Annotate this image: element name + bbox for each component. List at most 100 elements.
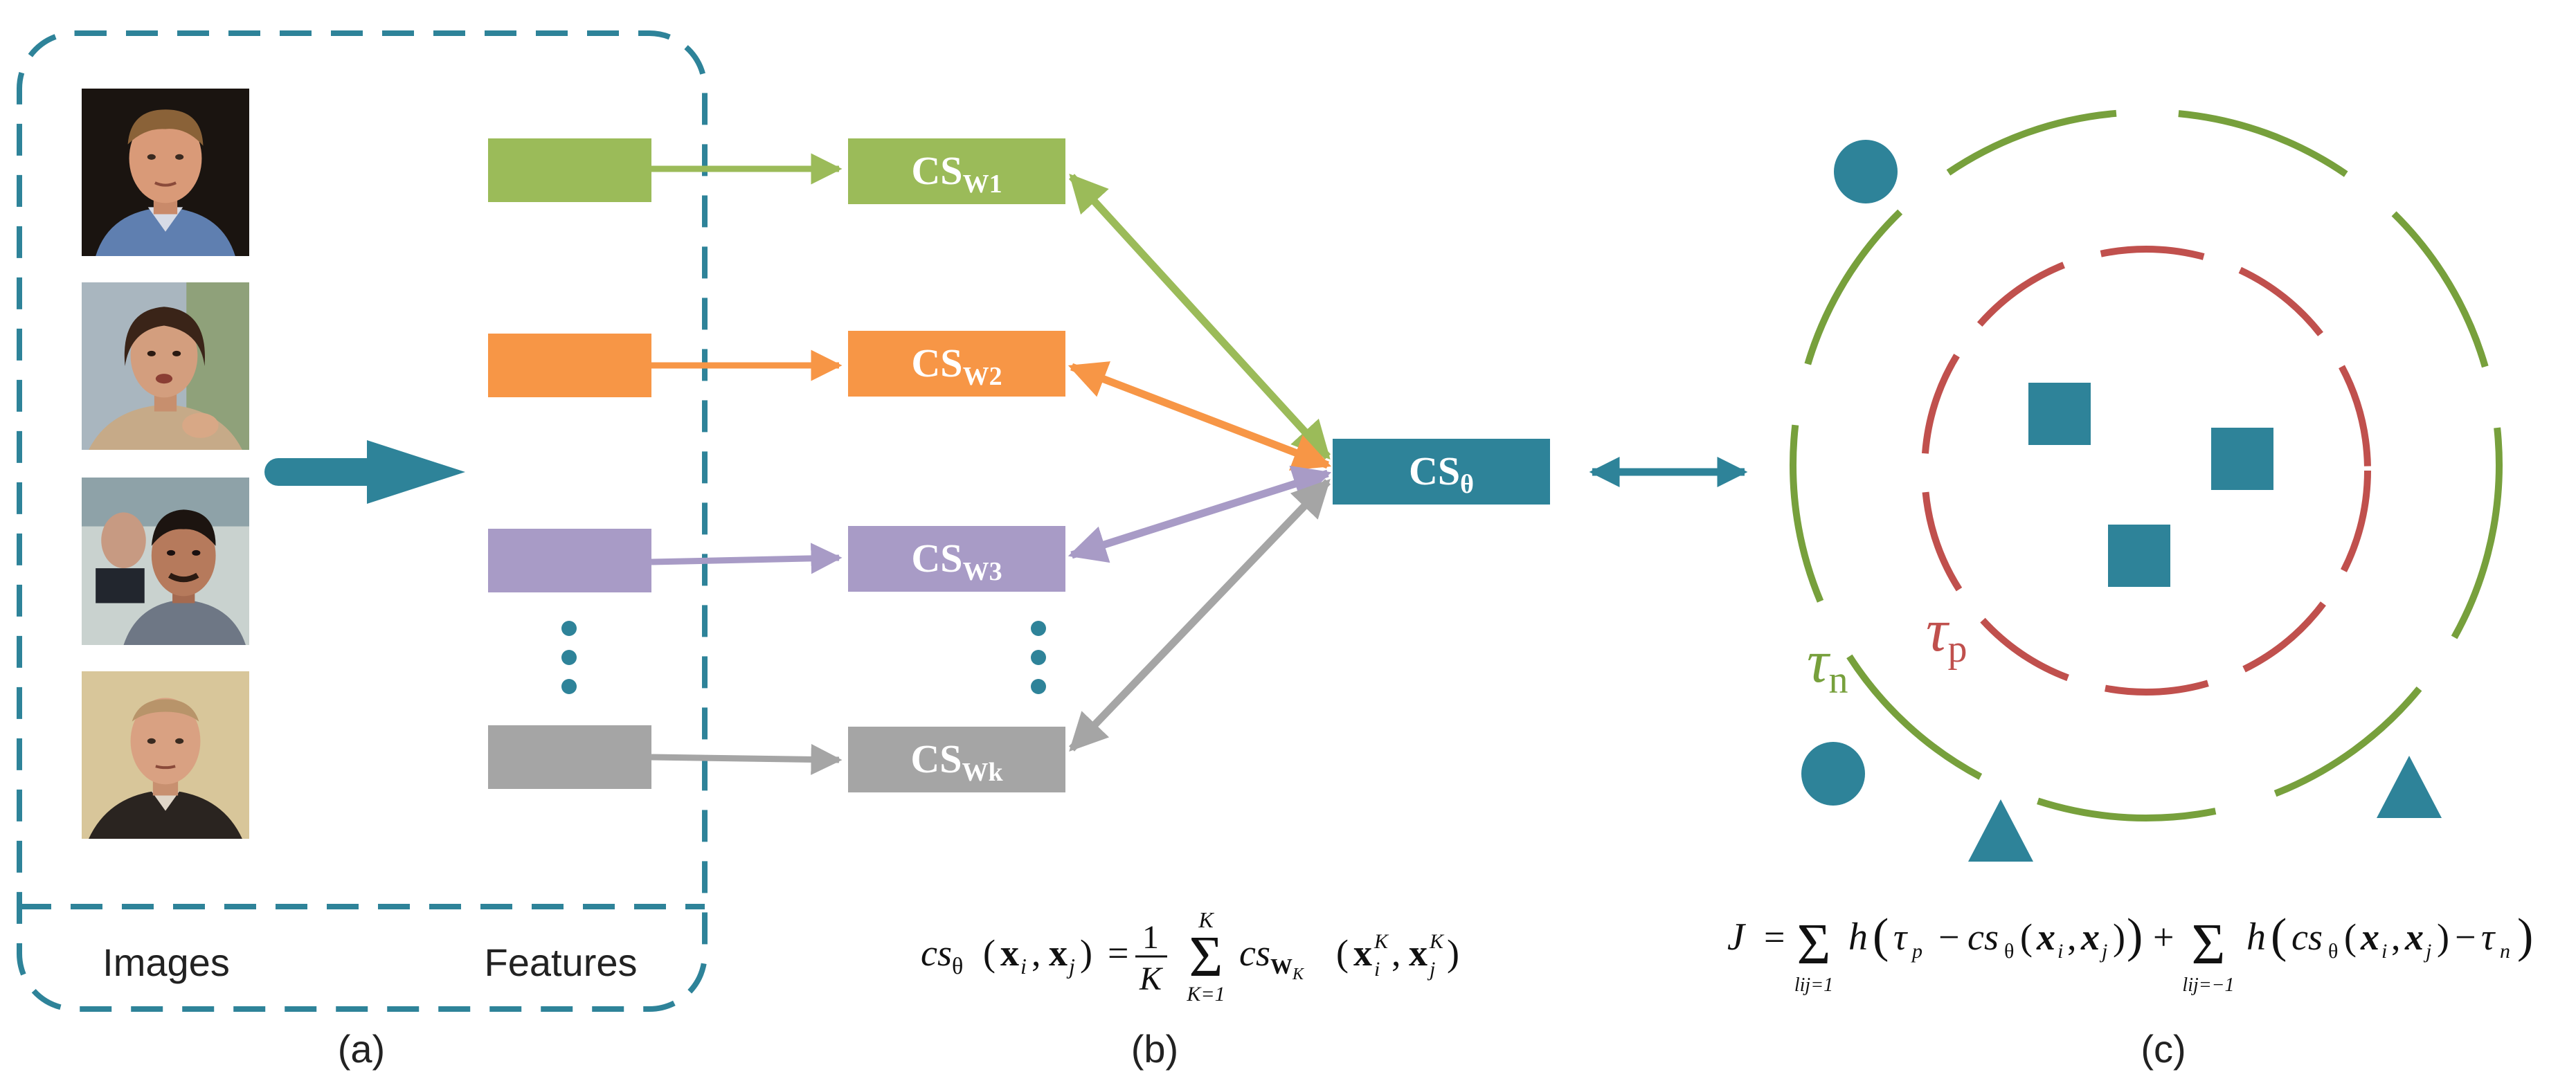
svg-text:τ: τ: [2481, 916, 2496, 958]
svg-text:i: i: [2057, 940, 2063, 963]
panel-b: CSW1 CSW2 CSW3 CSWk CSθ csθ ( x: [651, 138, 1550, 1071]
svg-text:τ: τ: [1893, 916, 1908, 958]
svg-text:): ): [2113, 916, 2125, 958]
svg-text:csWK: csWK: [1239, 932, 1305, 983]
combined-metric-label: CSθ: [1409, 448, 1474, 499]
svg-text:(: (: [983, 932, 996, 974]
feature-bar-2: [488, 334, 651, 397]
svg-text:csθ: csθ: [921, 932, 963, 979]
svg-text:−: −: [2455, 916, 2476, 958]
svg-text:x: x: [2404, 916, 2424, 958]
svg-text:cs: cs: [1967, 916, 1999, 958]
tau-n-boundary-circle: [1790, 109, 2503, 821]
metric-label-w2: CSW2: [911, 340, 1002, 391]
metric-wk-to-combined-arrow: [1069, 479, 1331, 752]
feature-ellipsis-dots: [561, 621, 577, 694]
svg-text:p: p: [1911, 940, 1922, 963]
svg-text:i: i: [1020, 954, 1027, 979]
svg-text:): ): [1080, 932, 1092, 974]
metric-box-w2: [848, 331, 1065, 397]
svg-text:j: j: [1427, 958, 1435, 981]
negative-sample-circle: [1801, 742, 1865, 806]
svg-text:K: K: [1429, 930, 1445, 953]
svg-text:h: h: [2246, 916, 2266, 959]
positive-sample-square: [2211, 428, 2273, 490]
svg-text:(: (: [1873, 909, 1889, 963]
panel-c: τn τp J = Σ lij=1 h ( τ p − cs θ ( x i ,…: [1727, 109, 2533, 1071]
face-photo-1: [82, 89, 249, 256]
svg-text:): ): [1447, 932, 1459, 974]
svg-text:cs: cs: [2291, 916, 2323, 958]
svg-text:j: j: [2423, 940, 2431, 963]
svg-text:K=1: K=1: [1186, 983, 1225, 1006]
svg-text:): ): [2127, 909, 2143, 963]
svg-text:K: K: [1198, 907, 1214, 932]
metric-w3-to-combined-arrow: [1068, 465, 1332, 563]
svg-text:x: x: [2360, 916, 2379, 958]
feature-bar-1: [488, 138, 651, 202]
tau-n-label: τn: [1807, 628, 1848, 702]
svg-text:(: (: [2271, 909, 2287, 963]
panel-b-formula: csθ ( x i , x j ) = 1 K K Σ K=1 csWK ( x…: [921, 907, 1459, 1006]
negative-sample-triangle: [1968, 799, 2033, 862]
svg-text:=: =: [1764, 916, 1785, 958]
objective-formula: J = Σ lij=1 h ( τ p − cs θ ( x i , x j )…: [1727, 909, 2533, 996]
images-label: Images: [102, 941, 230, 984]
metric-label-w3: CSW3: [911, 536, 1002, 586]
svg-text:,: ,: [1391, 932, 1401, 974]
face-photo-4: [82, 671, 249, 839]
panel-b-caption: (b): [1131, 1027, 1178, 1071]
feature-bar-3: [488, 529, 651, 592]
panel-a-caption: (a): [338, 1027, 385, 1071]
svg-text:+: +: [2153, 916, 2174, 958]
face-photo-2: [82, 282, 249, 450]
svg-text:x: x: [1000, 932, 1019, 974]
panel-a-dashed-frame: [17, 30, 708, 1012]
svg-text:J: J: [1727, 916, 1747, 959]
svg-text:x: x: [2080, 916, 2100, 958]
svg-text:K: K: [1139, 961, 1164, 997]
svg-text:x: x: [1409, 932, 1427, 974]
panel-a: Images Features (a): [17, 30, 708, 1071]
svg-text:h: h: [1848, 916, 1868, 959]
svg-text:1: 1: [1142, 919, 1159, 956]
svg-text:Σ: Σ: [2192, 912, 2226, 977]
svg-text:(: (: [2344, 916, 2357, 958]
feature-to-metric-arrow-k: [651, 743, 843, 775]
face-photo-3: [82, 478, 249, 645]
metric-label-wk: CSWk: [910, 736, 1003, 787]
svg-text:x: x: [1353, 932, 1372, 974]
svg-text:θ: θ: [2328, 940, 2338, 963]
svg-text:lij=1: lij=1: [1794, 974, 1833, 996]
svg-text:(: (: [2020, 916, 2033, 958]
svg-text:θ: θ: [2004, 940, 2014, 963]
negative-sample-triangle: [2377, 756, 2442, 818]
positive-sample-square: [2028, 383, 2091, 445]
metric-w2-to-combined-arrow: [1068, 361, 1332, 471]
panel-c-caption: (c): [2141, 1027, 2186, 1071]
svg-text:j: j: [1066, 954, 1075, 979]
svg-text:n: n: [2500, 940, 2510, 963]
combined-metric-box: [1333, 439, 1550, 505]
metric-box-wk: [848, 727, 1065, 792]
metric-ellipsis-dots: [1031, 621, 1046, 694]
images-to-features-arrow: [264, 440, 465, 504]
svg-text:K: K: [1373, 930, 1389, 953]
svg-text:,: ,: [1032, 932, 1041, 974]
svg-text:i: i: [2381, 940, 2387, 963]
svg-text:j: j: [2099, 940, 2107, 963]
metric-label-w1: CSW1: [911, 148, 1002, 199]
positive-sample-square: [2108, 525, 2170, 587]
svg-text:,: ,: [2067, 916, 2077, 958]
svg-text:,: ,: [2391, 916, 2401, 958]
svg-text:=: =: [1108, 932, 1128, 974]
svg-text:): ): [2517, 909, 2533, 963]
svg-text:−: −: [1938, 916, 1959, 958]
svg-text:Σ: Σ: [1797, 912, 1831, 977]
tau-p-label: τp: [1926, 597, 1967, 671]
svg-text:(: (: [1336, 932, 1349, 974]
negative-sample-circle: [1834, 140, 1898, 203]
feature-bar-k: [488, 725, 651, 789]
feature-to-metric-arrow-3: [651, 543, 843, 574]
